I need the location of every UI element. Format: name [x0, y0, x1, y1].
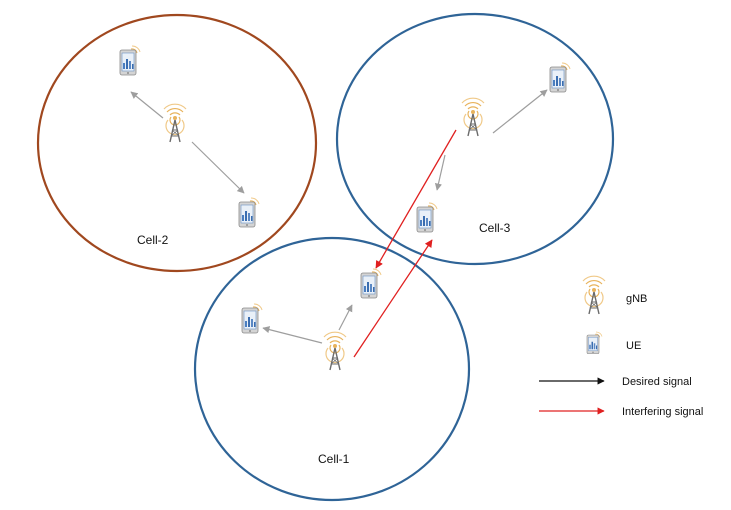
ue-device-icon	[241, 303, 263, 334]
cell-2-boundary	[36, 13, 318, 273]
link-arrow-cell1-ue2	[338, 304, 353, 331]
legend-gnb-icon	[582, 275, 606, 315]
ue-device-icon	[360, 268, 382, 299]
legend-desired-label: Desired signal	[622, 376, 692, 388]
cell-2-label: Cell-2	[137, 233, 169, 247]
link-arrow-cell2-ue2	[191, 141, 245, 194]
legend: gNB UE Desired signal Interfering signal	[539, 275, 703, 418]
gnb-tower-icon	[461, 97, 485, 137]
ue-device-icon	[416, 202, 438, 233]
link-arrow-cell1-ue1	[262, 326, 323, 344]
cell-1-label: Cell-1	[318, 452, 350, 466]
legend-interfering-label: Interfering signal	[622, 406, 703, 418]
legend-ue-label: UE	[626, 340, 641, 352]
gnb-tower-icon	[323, 331, 347, 371]
cell-1-boundary	[193, 236, 471, 502]
interfering-arrow-cell3-to-cell1	[375, 129, 457, 269]
ue-device-icon	[549, 62, 571, 93]
legend-ue-icon	[586, 331, 603, 355]
interfering-arrow-cell1-to-cell3	[353, 239, 433, 358]
link-arrow-cell2-ue1	[130, 91, 164, 119]
legend-gnb-label: gNB	[626, 293, 647, 305]
link-arrow-cell3-ue2	[434, 154, 446, 191]
gnb-tower-icon	[163, 103, 187, 143]
cell-3-label: Cell-3	[479, 221, 511, 235]
link-arrow-cell3-ue1	[492, 89, 548, 134]
cell-3-boundary	[335, 12, 615, 266]
ue-device-icon	[119, 45, 141, 76]
ue-device-icon	[238, 197, 260, 228]
